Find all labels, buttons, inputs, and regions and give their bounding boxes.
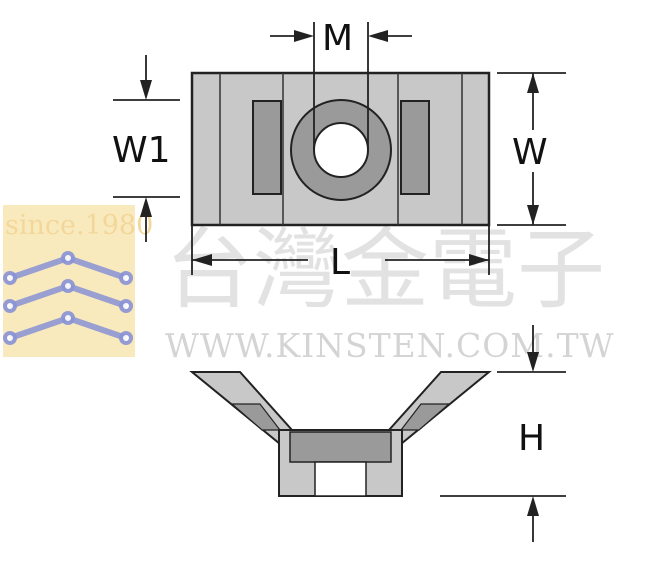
dimension-w1: W1	[112, 55, 180, 242]
arrow-up-icon	[140, 197, 152, 217]
arrow-up-icon	[527, 73, 539, 93]
watermark-url: WWW.KINSTEN.COM.TW	[165, 326, 615, 365]
arrow-right-icon	[469, 254, 489, 266]
arrow-right-icon	[294, 30, 314, 42]
right-wing-shade	[399, 403, 451, 431]
dimension-l: L	[191, 225, 490, 283]
arrow-down-icon	[140, 80, 152, 100]
dimension-w: W	[497, 72, 566, 226]
watermark-since: since.1980	[5, 210, 153, 241]
screw-hole	[313, 122, 369, 178]
left-tie-slot	[252, 100, 282, 195]
side-view	[189, 371, 492, 497]
top-view	[190, 71, 491, 227]
label-m: M	[322, 18, 353, 59]
dimension-m: M	[270, 18, 412, 150]
watermark-company-cjk: 台灣金電子	[165, 218, 605, 321]
arrow-down-icon	[527, 205, 539, 225]
arrow-up-icon	[527, 496, 539, 516]
arrow-left-icon	[368, 30, 388, 42]
logo-nodes	[3, 251, 133, 345]
base-opening	[314, 461, 367, 497]
arrow-left-icon	[192, 254, 212, 266]
label-l: L	[330, 242, 350, 283]
base-channel	[289, 431, 392, 463]
right-tie-slot	[400, 100, 430, 195]
watermark-logo: since.1980	[3, 205, 153, 357]
label-w: W	[512, 132, 548, 173]
arrow-down-icon	[527, 352, 539, 372]
label-w1: W1	[112, 130, 171, 171]
label-h: H	[518, 418, 545, 459]
dimension-h: H	[440, 325, 566, 542]
